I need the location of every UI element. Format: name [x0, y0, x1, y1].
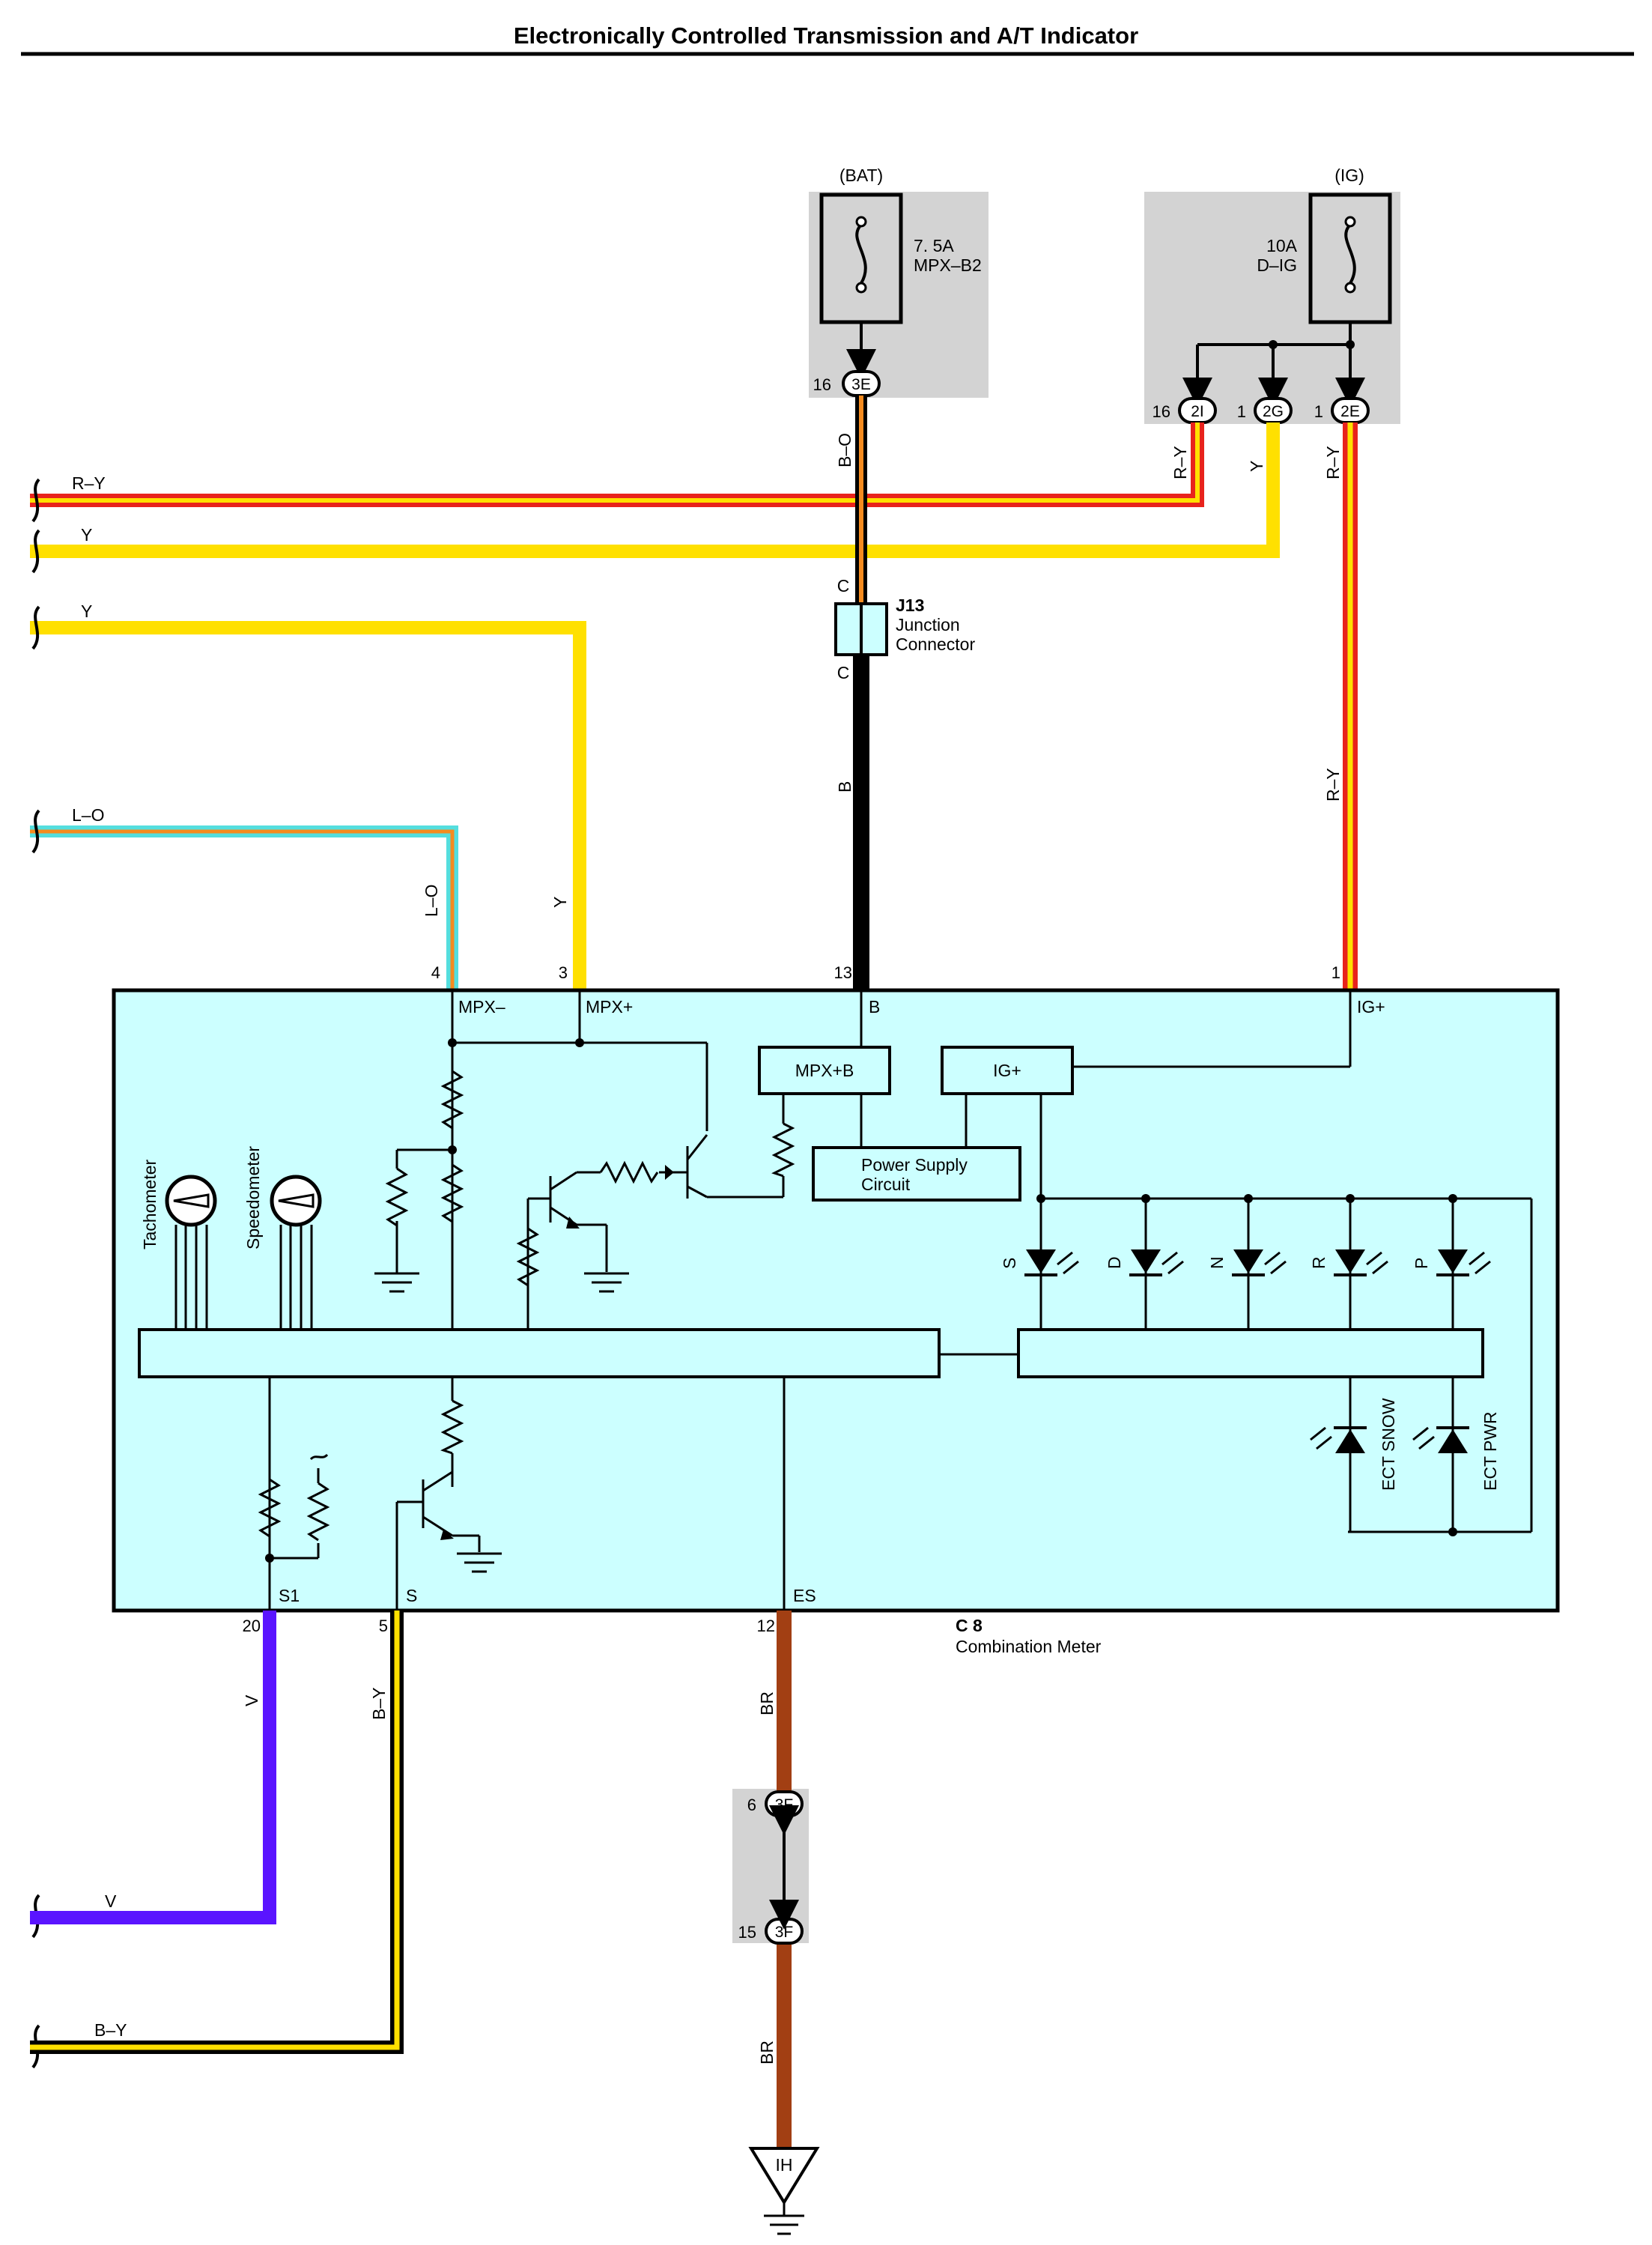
j13-line1: Junction — [896, 615, 960, 634]
shift-indicator-leds — [1024, 1199, 1491, 1330]
svg-text:MPX+B: MPX+B — [795, 1061, 854, 1080]
block-mpx-b — [758, 1046, 891, 1095]
wire-label-ry-v3: R–Y — [1323, 768, 1343, 802]
tachometer-gauge — [165, 1175, 217, 1330]
led-label-p: P — [1412, 1258, 1431, 1269]
wire-label-v-left: V — [105, 1891, 117, 1911]
wire-label-bo: B–O — [835, 433, 854, 467]
svg-text:Circuit: Circuit — [861, 1175, 911, 1194]
resistors — [258, 1070, 795, 1560]
pin-b: 13 — [834, 963, 852, 982]
page-title: Electronically Controlled Transmission a… — [514, 22, 1138, 49]
terminal-s: S — [406, 1586, 417, 1605]
speedometer-gauge — [270, 1175, 322, 1330]
ground-ih-label: IH — [776, 2155, 793, 2175]
wire-label-by-v: B–Y — [369, 1688, 389, 1720]
ig-fuse-element — [1344, 223, 1356, 285]
led-label-n: N — [1207, 1256, 1227, 1269]
wire-label-br1: BR — [757, 1691, 777, 1715]
pin-s: 5 — [379, 1617, 388, 1635]
svg-text:Power Supply: Power Supply — [861, 1155, 968, 1175]
svg-text:6: 6 — [747, 1796, 756, 1814]
meter-name: Combination Meter — [956, 1637, 1102, 1656]
wire-label-b: B — [835, 781, 854, 793]
svg-text:3E: 3E — [851, 376, 871, 393]
bat-fuse-name: MPX–B2 — [914, 255, 982, 275]
svg-text:16: 16 — [813, 375, 831, 394]
bat-source-label: (BAT) — [839, 166, 883, 185]
meter-bus-right — [1017, 1328, 1484, 1378]
svg-text:15: 15 — [738, 1923, 756, 1942]
wire-ry-top — [30, 422, 1204, 507]
j13-pin-bottom: C — [837, 663, 850, 682]
wire-label-y-mid: Y — [81, 602, 92, 621]
block-ig-plus — [941, 1046, 1074, 1095]
ect-indicators — [1310, 1426, 1469, 1453]
terminal-es: ES — [793, 1586, 816, 1605]
terminal-s1: S1 — [279, 1586, 300, 1605]
meter-id: C 8 — [956, 1616, 983, 1635]
svg-text:16: 16 — [1153, 402, 1170, 421]
pin-mpx-minus: 4 — [431, 963, 440, 982]
speedometer-label: Speedometer — [243, 1146, 263, 1249]
pin-ig-plus: 1 — [1331, 963, 1340, 982]
terminal-ig-plus: IG+ — [1357, 997, 1385, 1017]
j13-pin-top: C — [837, 576, 850, 596]
svg-text:IG+: IG+ — [993, 1061, 1021, 1080]
wire-label-ry-v2: R–Y — [1323, 446, 1343, 479]
ig-fuse-rating: 10A — [1266, 236, 1298, 255]
ground-ih — [748, 2147, 820, 2235]
wire-label-y-v: Y — [1247, 461, 1266, 472]
bat-fuse-element — [855, 223, 867, 285]
wire-label-ry-top: R–Y — [72, 473, 106, 493]
ect-snow-label: ECT SNOW — [1379, 1398, 1398, 1491]
meter-bus-left — [138, 1328, 941, 1378]
wire-lo — [30, 825, 458, 990]
wire-v — [30, 1611, 276, 1924]
wire-label-lo: L–O — [72, 805, 104, 825]
j13-line2: Connector — [896, 634, 975, 654]
svg-text:2G: 2G — [1263, 403, 1284, 420]
wire-by — [30, 1611, 404, 2054]
j13-id: J13 — [896, 596, 924, 615]
wire-label-br2: BR — [757, 2041, 777, 2064]
wire-label-lo-v: L–O — [422, 885, 441, 917]
ig-fuse-name: D–IG — [1257, 255, 1297, 275]
svg-text:1: 1 — [1314, 402, 1323, 421]
block-power-supply — [812, 1146, 1021, 1202]
terminal-mpx-minus: MPX– — [458, 997, 505, 1017]
wire-label-y-top: Y — [81, 525, 92, 545]
svg-text:2I: 2I — [1191, 403, 1204, 420]
internal-grounds — [374, 1272, 629, 1573]
ect-pwr-label: ECT PWR — [1481, 1411, 1500, 1491]
bat-fuse-rating: 7. 5A — [914, 236, 954, 255]
svg-text:2E: 2E — [1340, 403, 1360, 420]
wire-label-by-left: B–Y — [94, 2020, 127, 2040]
terminal-mpx-plus: MPX+ — [586, 997, 633, 1017]
ig-source-label: (IG) — [1334, 166, 1364, 185]
terminal-b: B — [869, 997, 880, 1017]
svg-text:1: 1 — [1237, 402, 1246, 421]
bat-fuse-box — [809, 192, 989, 398]
led-label-r: R — [1309, 1256, 1328, 1269]
wire-label-y-v2: Y — [550, 897, 570, 908]
svg-text:3F: 3F — [775, 1924, 794, 1941]
svg-text:3F: 3F — [775, 1796, 794, 1814]
pin-s1: 20 — [243, 1617, 261, 1635]
wire-break-marks — [31, 478, 40, 2069]
wire-y-mid — [30, 621, 586, 990]
tachometer-label: Tachometer — [140, 1159, 160, 1249]
pin-es: 12 — [757, 1617, 775, 1635]
wire-y-top — [30, 422, 1280, 558]
led-label-s: S — [1000, 1258, 1019, 1269]
wire-label-v-v: V — [242, 1694, 261, 1706]
pin-mpx-plus: 3 — [559, 963, 568, 982]
junction-dots — [265, 1038, 1457, 1563]
led-label-d: D — [1105, 1256, 1124, 1269]
wire-label-ry-v1: R–Y — [1170, 446, 1190, 479]
